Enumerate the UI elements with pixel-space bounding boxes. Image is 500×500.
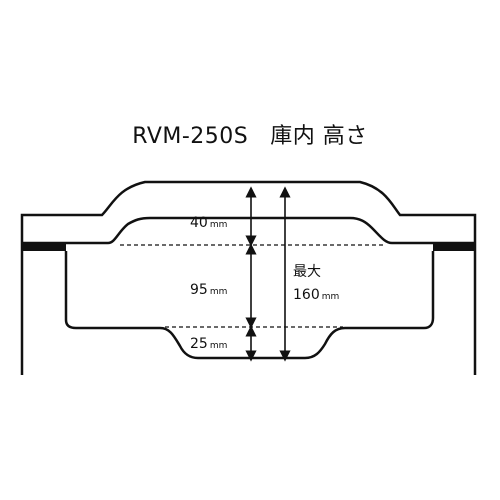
model-name: RVM-250S bbox=[132, 124, 249, 149]
lid-lower-edge bbox=[22, 216, 475, 245]
dim-label-max-caption: 最大 bbox=[293, 264, 321, 280]
lid-band-left bbox=[22, 243, 66, 251]
height-caption: 庫内 高さ bbox=[270, 124, 368, 149]
lid-band-right bbox=[433, 243, 475, 251]
outer-shell-outline bbox=[20, 180, 477, 375]
inner-cavity-outline bbox=[64, 251, 435, 360]
diagram-title: RVM-250S 庫内 高さ bbox=[0, 118, 500, 150]
